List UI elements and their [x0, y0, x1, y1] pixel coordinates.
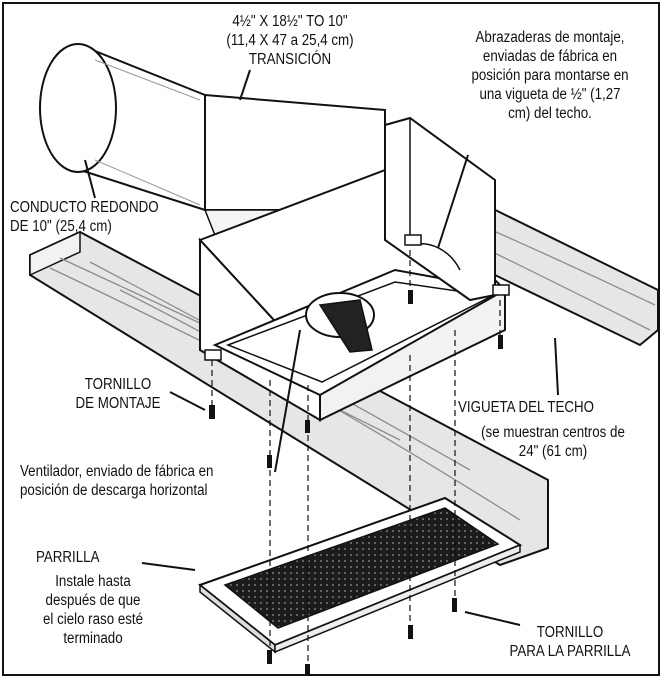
screws: [209, 250, 503, 676]
transition-label: 4½" X 18½" TO 10" (11,4 X 47 a 25,4 cm) …: [226, 13, 354, 68]
mounting-screw-label: TORNILLO DE MONTAJE: [75, 376, 161, 412]
round-duct: [39, 43, 206, 212]
grille-title: PARRILLA: [36, 549, 100, 566]
grille-note: Instale hasta después de que el cielo ra…: [42, 573, 144, 647]
leader-lines: [84, 69, 559, 626]
round-duct-label: CONDUCTO REDONDO DE 10" (25,4 cm): [10, 199, 159, 235]
fan-housing: [198, 116, 510, 422]
joist-centers-label: (se muestran centros de 24" (61 cm): [481, 424, 625, 460]
grille: [197, 496, 523, 654]
grille-screw-label: TORNILLO PARA LA PARRILLA: [509, 624, 631, 660]
mounting-brackets-label: Abrazaderas de montaje, enviadas de fábr…: [471, 29, 629, 122]
ceiling-joist-label: VIGUETA DEL TECHO: [458, 399, 595, 416]
fan-label: Ventilador, enviado de fábrica en posici…: [20, 463, 214, 499]
